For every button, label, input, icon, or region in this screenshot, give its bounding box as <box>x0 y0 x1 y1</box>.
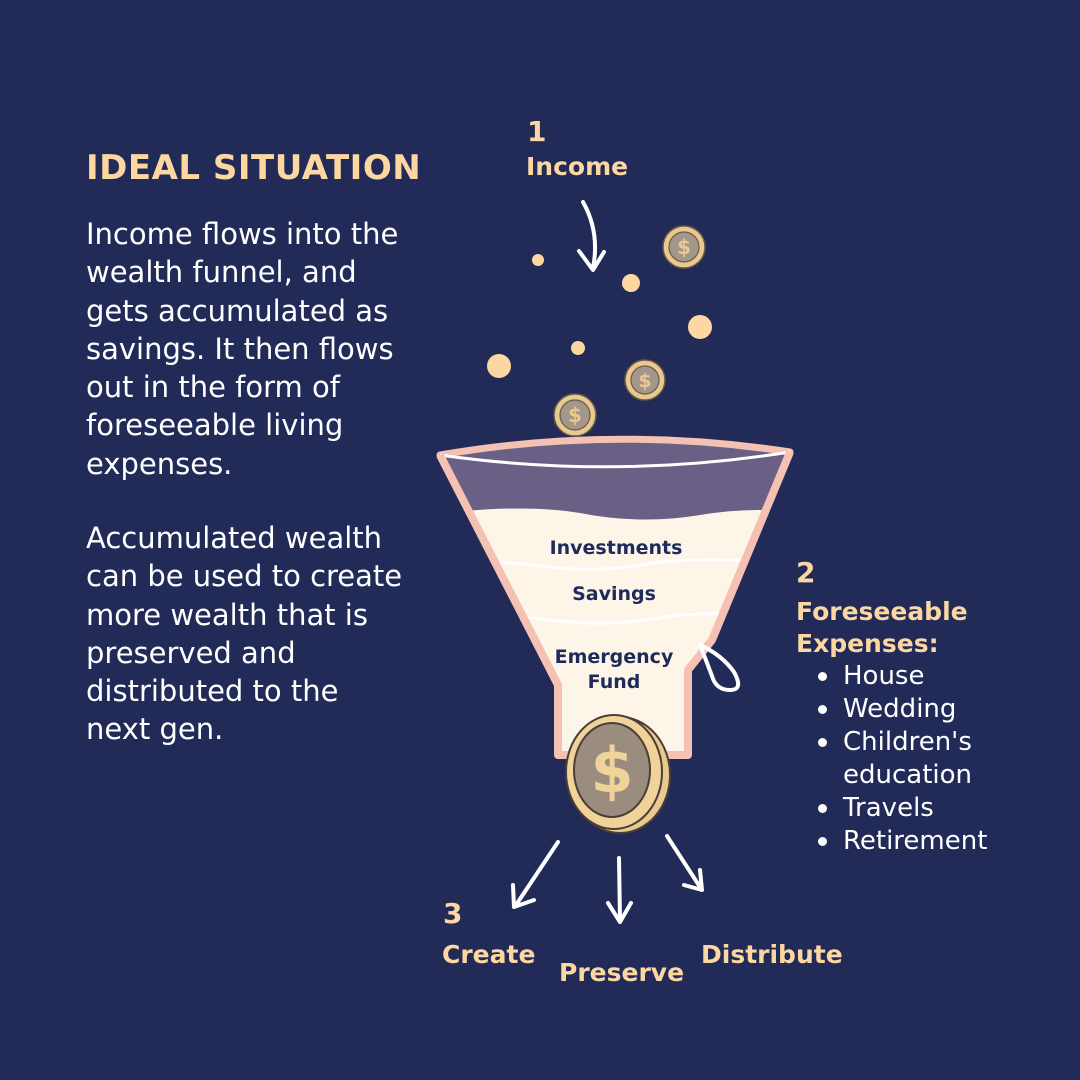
intro-paragraph: Income flows into the wealth funnel, and… <box>86 215 426 483</box>
coin-icon: $ <box>553 393 597 437</box>
savings-label: Savings <box>572 583 656 605</box>
bullet-icon <box>818 738 827 747</box>
list-item: Wedding <box>816 693 987 726</box>
page-title: IDEAL SITUATION <box>86 148 422 188</box>
coin-icon: $ <box>662 225 706 269</box>
step-3-number: 3 <box>443 897 463 930</box>
list-item-text: Children's <box>843 727 972 757</box>
income-arrow-icon <box>577 200 606 272</box>
svg-text:$: $ <box>677 235 691 259</box>
paragraph-line: distributed to the <box>86 674 339 709</box>
step-1-label: Income <box>526 152 629 181</box>
paragraph-line: next gen. <box>86 712 224 747</box>
bullet-icon <box>818 672 827 681</box>
wealth-paragraph: Accumulated wealth can be used to create… <box>86 519 426 749</box>
list-item: Retirement <box>816 825 987 858</box>
investments-label: Investments <box>549 537 683 559</box>
svg-text:$: $ <box>590 734 633 807</box>
paragraph-line: can be used to create <box>86 559 403 594</box>
list-item: House <box>816 660 987 693</box>
coin-icon: $ <box>624 359 666 401</box>
list-item: Travels <box>816 792 987 825</box>
create-arrow-icon <box>511 840 560 909</box>
distribute-label: Distribute <box>701 940 843 969</box>
list-item-text: House <box>843 661 925 691</box>
emergency-label-line: Emergency <box>554 646 674 668</box>
svg-text:$: $ <box>638 370 651 392</box>
paragraph-line: savings. It then flows <box>86 331 394 366</box>
step-1-number: 1 <box>527 115 547 148</box>
create-label: Create <box>442 940 536 969</box>
paragraph-line: out in the form of <box>86 370 340 405</box>
list-item-text: Travels <box>843 793 934 823</box>
paragraph-line: gets accumulated as <box>86 293 389 328</box>
list-item-text: Wedding <box>843 694 957 724</box>
emergency-label-line: Fund <box>587 671 641 693</box>
step-2-label-line: Foreseeable <box>796 597 968 626</box>
preserve-arrow-icon <box>606 856 633 924</box>
paragraph-line: Income flows into the <box>86 217 399 251</box>
step-2-number: 2 <box>796 556 816 589</box>
paragraph-line: more wealth that is <box>86 597 368 632</box>
paragraph-line: Accumulated wealth <box>86 521 383 555</box>
svg-text:$: $ <box>568 403 582 427</box>
step-2-label: Foreseeable Expenses: <box>796 596 968 660</box>
coin-dots <box>487 254 712 378</box>
preserve-label: Preserve <box>559 958 685 987</box>
bullet-icon <box>818 837 827 846</box>
distribute-arrow-icon <box>665 834 704 892</box>
paragraph-line: foreseeable living <box>86 408 344 443</box>
paragraph-line: wealth funnel, and <box>86 255 357 290</box>
droplet-icon <box>698 643 741 692</box>
bullet-icon <box>818 804 827 813</box>
list-item-text: Retirement <box>843 826 988 856</box>
emergency-fund-label: Emergency Fund <box>544 645 684 695</box>
list-item-text: education <box>843 760 973 790</box>
step-2-label-line: Expenses: <box>796 629 939 658</box>
paragraph-line: expenses. <box>86 446 233 481</box>
bullet-icon <box>818 705 827 714</box>
dollar-coin-icon: $ <box>565 714 671 834</box>
paragraph-line: preserved and <box>86 635 296 670</box>
